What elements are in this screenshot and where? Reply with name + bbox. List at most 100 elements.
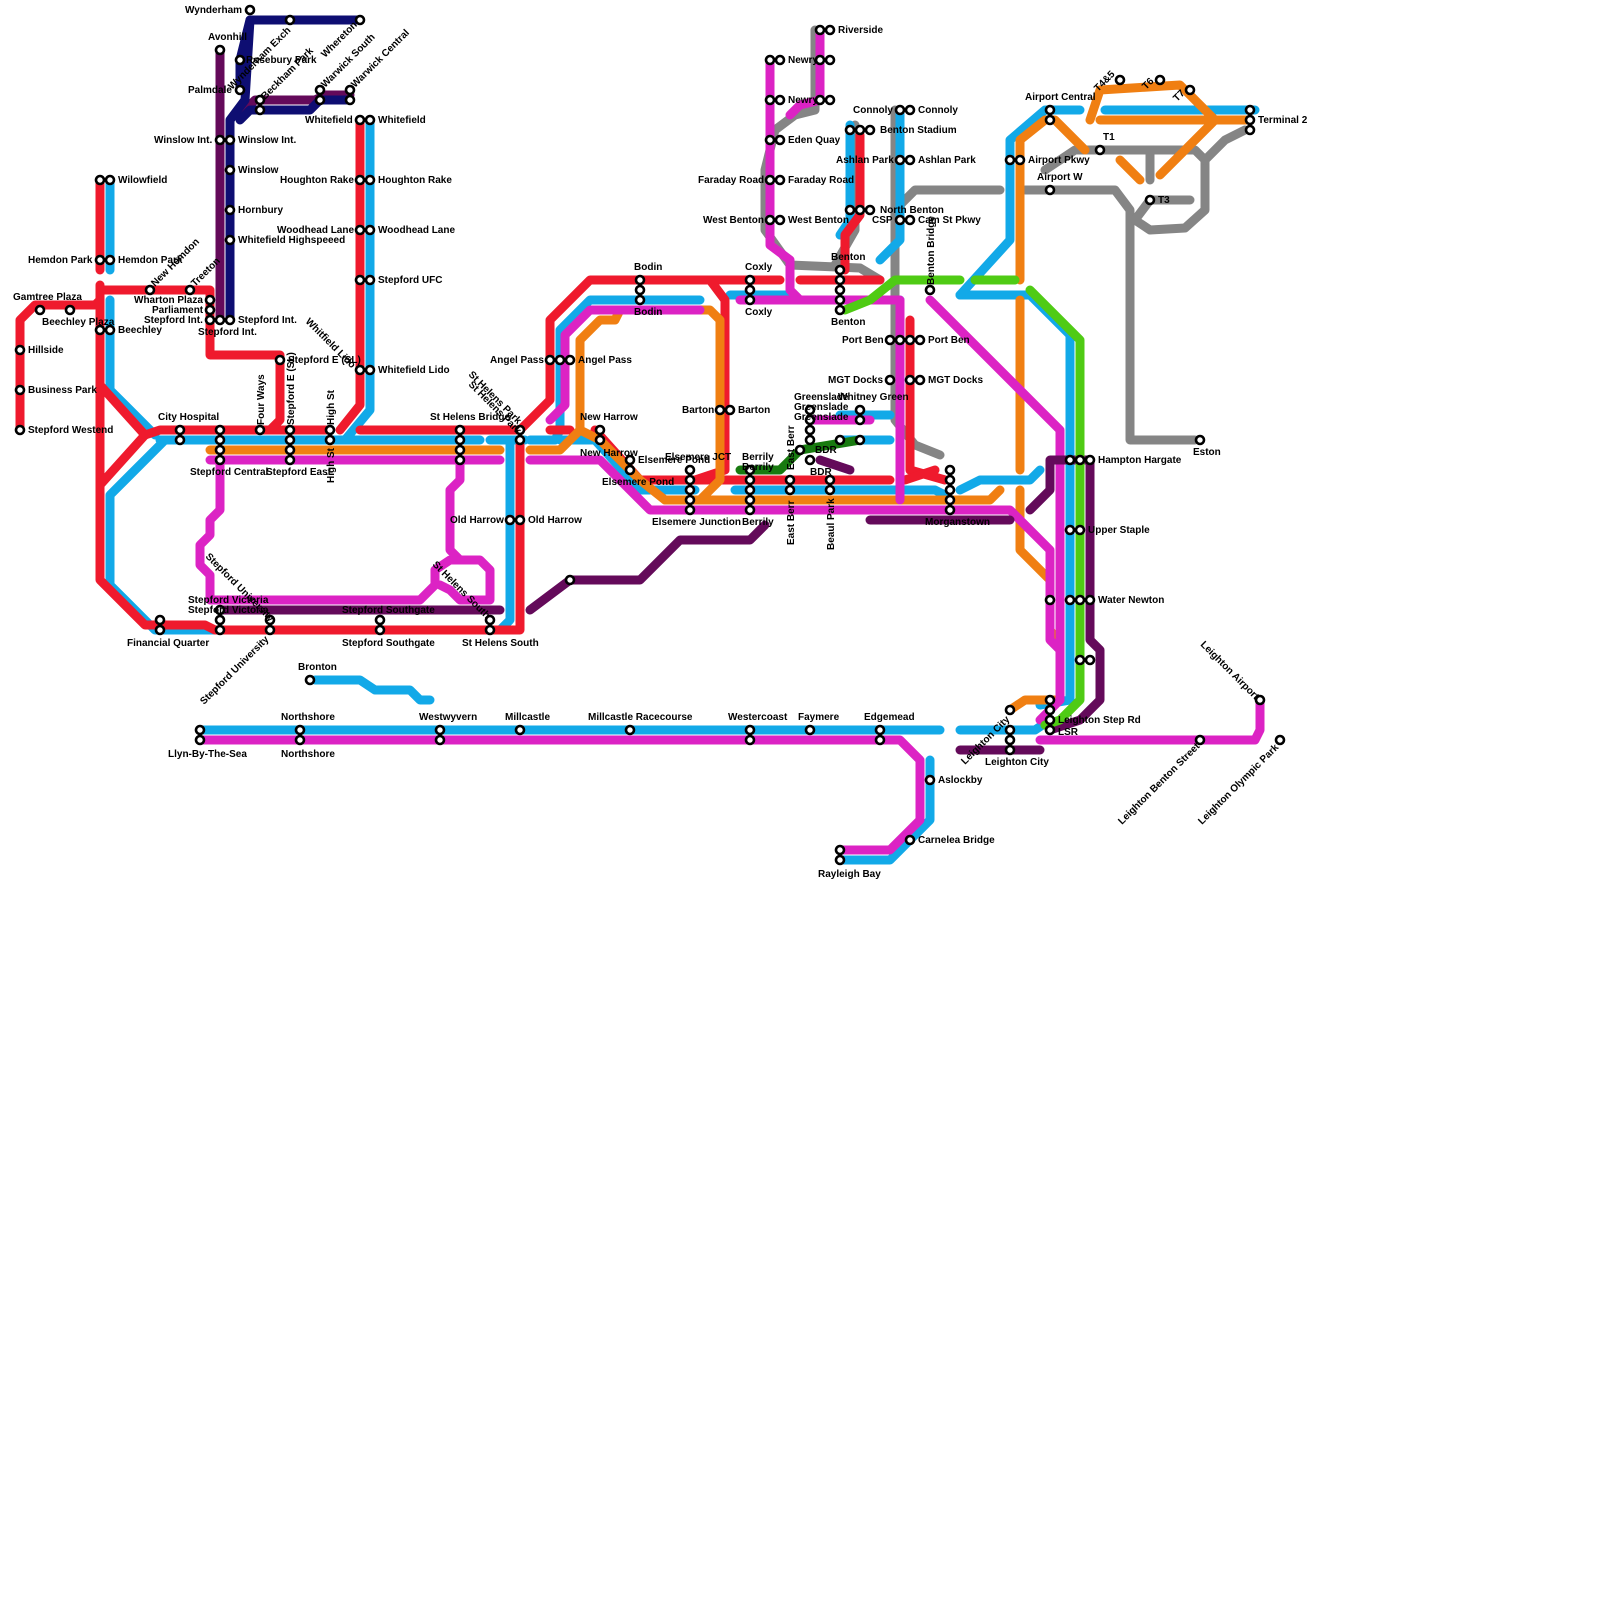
station-connoly-b[interactable] (906, 106, 914, 114)
station-bodin-b[interactable] (636, 286, 644, 294)
station-stepford-central-b[interactable] (216, 436, 224, 444)
station-financial-quarter-b[interactable] (156, 626, 164, 634)
station-financial-quarter-a[interactable] (156, 616, 164, 624)
station-whitney-green-b[interactable] (856, 416, 864, 424)
station-riverside-d[interactable] (826, 56, 834, 64)
station-st-helens-bridge-c[interactable] (456, 446, 464, 454)
station-benton-stadium-c[interactable] (866, 126, 874, 134)
station-new-hemdon[interactable] (146, 286, 154, 294)
station-leighton-city-c[interactable] (1006, 736, 1014, 744)
station-benton-b[interactable] (836, 276, 844, 284)
station-mgt-docks-a[interactable] (886, 376, 894, 384)
station-edgemead-b[interactable] (876, 736, 884, 744)
station-winslow-int-b[interactable] (226, 136, 234, 144)
station-elsemere-jct-d[interactable] (686, 496, 694, 504)
station-northshore-a[interactable] (296, 726, 304, 734)
station-whitney-green-d[interactable] (836, 436, 844, 444)
station-bdr-a[interactable] (796, 446, 804, 454)
station-new-harrow-b[interactable] (596, 436, 604, 444)
station-port-ben-b[interactable] (896, 336, 904, 344)
station-t3[interactable] (1146, 196, 1154, 204)
station-st-helens-bridge-b[interactable] (456, 436, 464, 444)
station-houghton-rake-b[interactable] (366, 176, 374, 184)
station-stepford-southgate-a[interactable] (376, 616, 384, 624)
station-stepford-e-c[interactable] (286, 446, 294, 454)
station-ashlan-park-a[interactable] (896, 156, 904, 164)
station-newry-c[interactable] (766, 96, 774, 104)
station-stepford-int-c[interactable] (226, 316, 234, 324)
station-whitefield-a[interactable] (356, 116, 364, 124)
station-hemdon-park-b[interactable] (106, 256, 114, 264)
station-benton-stadium-b[interactable] (856, 126, 864, 134)
station-north-benton-a[interactable] (846, 206, 854, 214)
station-houghton-rake-a[interactable] (356, 176, 364, 184)
station-faraday-road-a[interactable] (766, 176, 774, 184)
station-coxly-c[interactable] (746, 296, 754, 304)
station-st-helens-park-b[interactable] (516, 436, 524, 444)
station-whitefield-lido-a[interactable] (356, 366, 364, 374)
station-stepford-e-d[interactable] (286, 456, 294, 464)
station-st-helens-south-b[interactable] (486, 626, 494, 634)
station-leighton-parade-a[interactable] (1076, 656, 1084, 664)
station-t1[interactable] (1096, 146, 1104, 154)
station-westercoast-a[interactable] (746, 726, 754, 734)
station-stepford-e-b[interactable] (286, 436, 294, 444)
station-parliament[interactable] (206, 306, 214, 314)
station-carnelea-bridge[interactable] (906, 836, 914, 844)
station-airport-pkwy-b[interactable] (1016, 156, 1024, 164)
station-whitney-green-c[interactable] (856, 436, 864, 444)
station-winslow-int-a[interactable] (216, 136, 224, 144)
station-north-benton-b[interactable] (856, 206, 864, 214)
station-connoly-a[interactable] (896, 106, 904, 114)
station-warwick-south-b[interactable] (316, 96, 324, 104)
station-leighton-parade-b[interactable] (1086, 656, 1094, 664)
station-angel-pass-a[interactable] (546, 356, 554, 364)
station-high-st-b[interactable] (326, 436, 334, 444)
station-east-berrily-a[interactable] (786, 476, 794, 484)
station-benton-stadium-a[interactable] (846, 126, 854, 134)
station-airport-central-a[interactable] (1046, 106, 1054, 114)
station-woodhead-lane-a[interactable] (356, 226, 364, 234)
station-benton-d[interactable] (836, 296, 844, 304)
station-stepford-victoria-c[interactable] (216, 626, 224, 634)
station-warwick-south-a[interactable] (316, 86, 324, 94)
station-treeton[interactable] (186, 286, 194, 294)
station-port-ben-a[interactable] (886, 336, 894, 344)
station-elsemere-pond-b[interactable] (626, 466, 634, 474)
station-aslockby[interactable] (926, 776, 934, 784)
station-water-newton-c[interactable] (1076, 596, 1084, 604)
station-elsemere-jct-c[interactable] (686, 486, 694, 494)
station-stepford-westend[interactable] (16, 426, 24, 434)
station-barton-a[interactable] (716, 406, 724, 414)
station-faraday-road-b[interactable] (776, 176, 784, 184)
station-st-helens-bridge-d[interactable] (456, 456, 464, 464)
station-coxly-a[interactable] (746, 276, 754, 284)
station-morganstown-b[interactable] (946, 476, 954, 484)
station-high-st-a[interactable] (326, 426, 334, 434)
station-terminal-2-a[interactable] (1246, 106, 1254, 114)
station-whitefield-b[interactable] (366, 116, 374, 124)
station-upper-staple-a[interactable] (1066, 526, 1074, 534)
station-hornbury[interactable] (226, 206, 234, 214)
station-whitney-green-a[interactable] (856, 406, 864, 414)
station-hampton-hargate-b[interactable] (1076, 456, 1084, 464)
station-water-newton-b[interactable] (1066, 596, 1074, 604)
station-morganstown-c[interactable] (946, 486, 954, 494)
station-four-ways[interactable] (256, 426, 264, 434)
station-whitefield-lido-b[interactable] (366, 366, 374, 374)
station-airport-w[interactable] (1046, 186, 1054, 194)
station-port-ben-c[interactable] (906, 336, 914, 344)
station-east-berrily-b[interactable] (786, 486, 794, 494)
station-wilowfield-b[interactable] (106, 176, 114, 184)
station-bronton[interactable] (306, 676, 314, 684)
station-riverside-a[interactable] (816, 26, 824, 34)
station-t45[interactable] (1116, 76, 1124, 84)
station-llyn-by-the-sea-b[interactable] (196, 736, 204, 744)
station-upper-staple-b[interactable] (1076, 526, 1084, 534)
station-t6[interactable] (1156, 76, 1164, 84)
station-water-newton-a[interactable] (1046, 596, 1054, 604)
station-morganstown-a[interactable] (946, 466, 954, 474)
station-gamtree-plaza[interactable] (36, 306, 44, 314)
station-westwyvern-b[interactable] (436, 736, 444, 744)
station-berrily-e[interactable] (746, 506, 754, 514)
